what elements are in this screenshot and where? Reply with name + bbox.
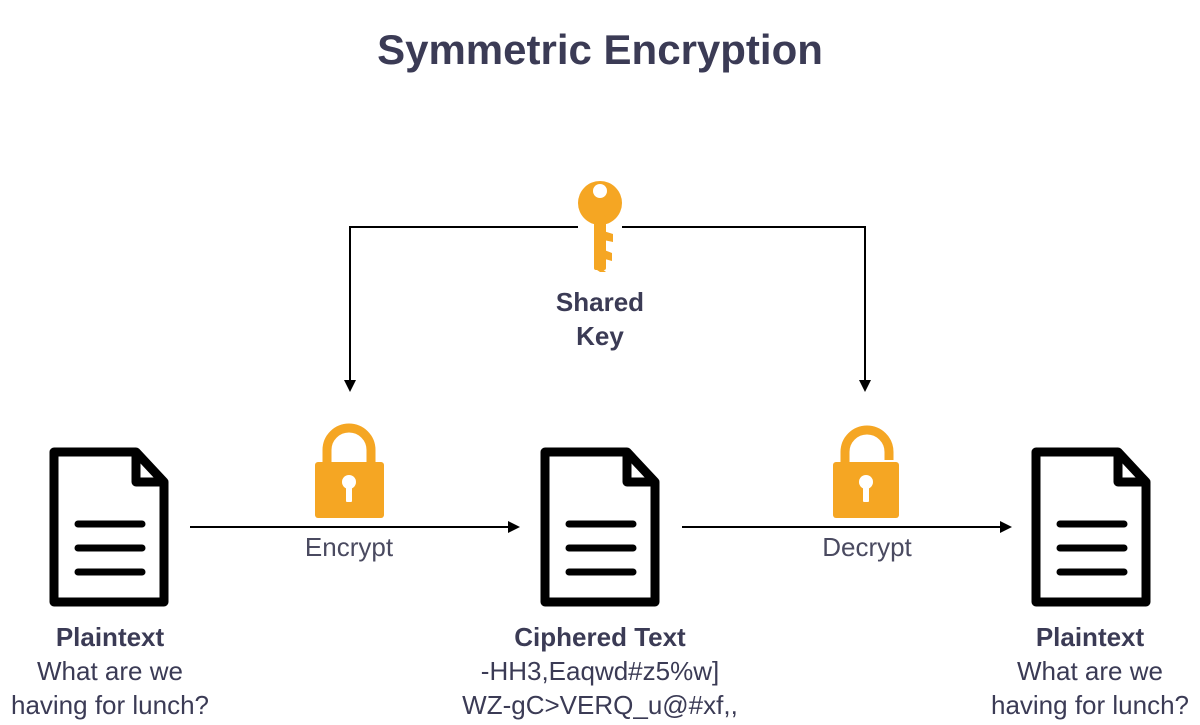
- plaintext-result-heading: Plaintext: [1035, 622, 1145, 652]
- shared-key-line1: Shared: [555, 287, 645, 317]
- ciphertext-line2: WZ-gC>VERQ_u@#xf,,: [462, 690, 738, 720]
- plaintext-result-line2: having for lunch?: [990, 690, 1190, 720]
- plaintext-result-line1: What are we: [1017, 656, 1163, 686]
- encrypt-label: Encrypt: [304, 532, 394, 562]
- arrow-key-to-encrypt: [344, 226, 578, 392]
- lock-open-icon: [833, 425, 899, 518]
- ciphertext-heading: Ciphered Text: [514, 622, 686, 652]
- shared-key-label: Shared Key: [500, 285, 700, 353]
- key-icon: [578, 181, 622, 272]
- shared-key-line2: Key: [576, 321, 624, 351]
- document-icon: [540, 447, 660, 607]
- decrypt-label: Decrypt: [822, 532, 912, 562]
- plaintext-source-heading: Plaintext: [55, 622, 165, 652]
- key-connector: [344, 226, 871, 392]
- plaintext-result-label: Plaintext What are we having for lunch?: [980, 620, 1200, 722]
- plaintext-source-label: Plaintext What are we having for lunch?: [0, 620, 220, 722]
- document-icon: [49, 447, 169, 607]
- document-icon: [1031, 447, 1151, 607]
- ciphertext-label: Ciphered Text -HH3,Eaqwd#z5%w] WZ-gC>VER…: [430, 620, 770, 722]
- ciphertext-line1: -HH3,Eaqwd#z5%w]: [480, 656, 720, 686]
- plaintext-source-line1: What are we: [37, 656, 183, 686]
- key-hole: [593, 184, 607, 198]
- plaintext-source-line2: having for lunch?: [10, 690, 210, 720]
- arrow-key-to-decrypt: [622, 226, 871, 392]
- diagram-title: Symmetric Encryption: [377, 26, 823, 73]
- lock-closed-icon: [315, 423, 384, 518]
